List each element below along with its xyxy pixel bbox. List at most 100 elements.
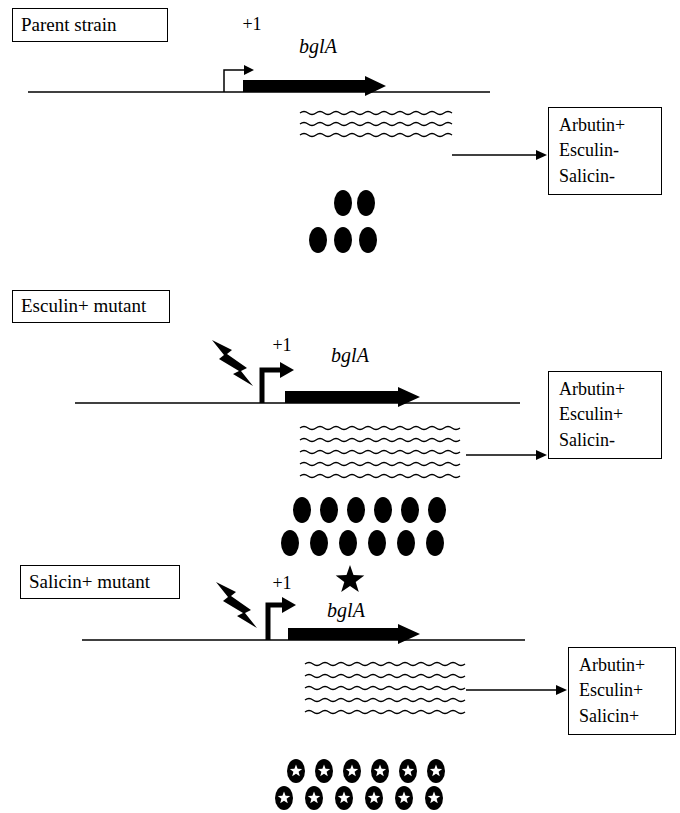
protein [334,190,352,216]
box-text: Parent strain [21,14,117,37]
protein-star [374,765,386,777]
protein-ellipse [309,227,327,253]
protein-ellipse [293,497,311,523]
protein [275,786,293,810]
phenotype-box: Arbutin+Esculin+Salicin- [548,371,662,459]
protein [305,786,323,810]
protein-ellipse [427,759,445,783]
strain-box: Parent strain [12,8,168,42]
protein-star [318,765,330,777]
mrna-wave [300,134,452,137]
gene-name: bglA [299,36,337,56]
mrna-wave [305,663,465,666]
mrna-wave [300,439,460,442]
protein-ellipse [320,497,338,523]
protein-star [428,792,440,804]
protein-ellipse [401,497,419,523]
phenotype-box: Arbutin+Esculin+Salicin+ [568,647,676,735]
protein-ellipse [428,497,446,523]
protein [374,497,392,523]
protein-star [368,792,380,804]
protein [427,759,445,783]
strain-box: Salicin+ mutant [20,565,180,599]
box-text: Arbutin+ [559,377,625,402]
mrna-wave [305,675,465,678]
mutation-bolt [216,582,257,628]
result-arrow [466,454,538,456]
box-text: Salicin- [559,164,615,189]
protein-ellipse [399,759,417,783]
protein-ellipse [395,786,413,810]
start-site-label: +1 [272,336,291,354]
arrowhead [280,362,294,378]
protein [425,786,443,810]
protein-ellipse [334,227,352,253]
arrowhead [282,597,296,613]
protein-ellipse [357,190,375,216]
box-text: Salicin+ mutant [29,571,150,594]
gene-arrow [288,624,420,644]
box-text: Esculin+ [579,678,643,703]
box-text: Salicin- [559,428,615,453]
mrna-wave [305,699,465,702]
protein-ellipse [343,759,361,783]
protein-ellipse [339,530,357,556]
mrna-wave [305,711,465,714]
arrowhead [556,685,567,695]
protein [310,530,328,556]
protein [309,227,327,253]
protein [315,759,333,783]
protein-ellipse [371,759,389,783]
protein [281,530,299,556]
start-site-label: +1 [242,15,261,33]
protein [428,497,446,523]
protein [401,497,419,523]
protein [397,530,415,556]
protein-star [338,792,350,804]
protein [343,759,361,783]
protein [339,530,357,556]
protein [347,497,365,523]
promoter-arrow [224,70,246,92]
protein [395,786,413,810]
protein-ellipse [315,759,333,783]
mutation-bolt [212,340,253,386]
protein-ellipse [287,759,305,783]
protein-ellipse [347,497,365,523]
protein-star [346,765,358,777]
protein-star [290,765,302,777]
box-text: Esculin+ [559,402,623,427]
mrna-group [300,112,465,714]
result-arrow [452,154,538,156]
protein-star [402,765,414,777]
arrowhead [244,65,254,75]
box-text: Esculin+ mutant [21,295,146,318]
protein [359,227,377,253]
gene-name: bglA [327,600,365,620]
start-site-label: +1 [272,574,291,592]
protein [426,530,444,556]
protein-ellipse [281,530,299,556]
result-arrow [466,689,558,691]
arrowhead [536,150,547,160]
mrna-wave [300,123,452,126]
protein [368,530,386,556]
mrna-wave [300,463,460,466]
mutation-star [336,565,365,592]
protein-ellipse [335,786,353,810]
protein-ellipse [365,786,383,810]
protein-star [430,765,442,777]
protein-ellipse [426,530,444,556]
protein-ellipse [305,786,323,810]
protein-ellipse [359,227,377,253]
arrowhead [536,450,547,460]
protein-ellipse [310,530,328,556]
gene-arrow [285,387,420,407]
protein [287,759,305,783]
protein-ellipse [397,530,415,556]
box-text: Arbutin+ [559,113,625,138]
protein-star [278,792,290,804]
protein [334,227,352,253]
protein-ellipse [368,530,386,556]
